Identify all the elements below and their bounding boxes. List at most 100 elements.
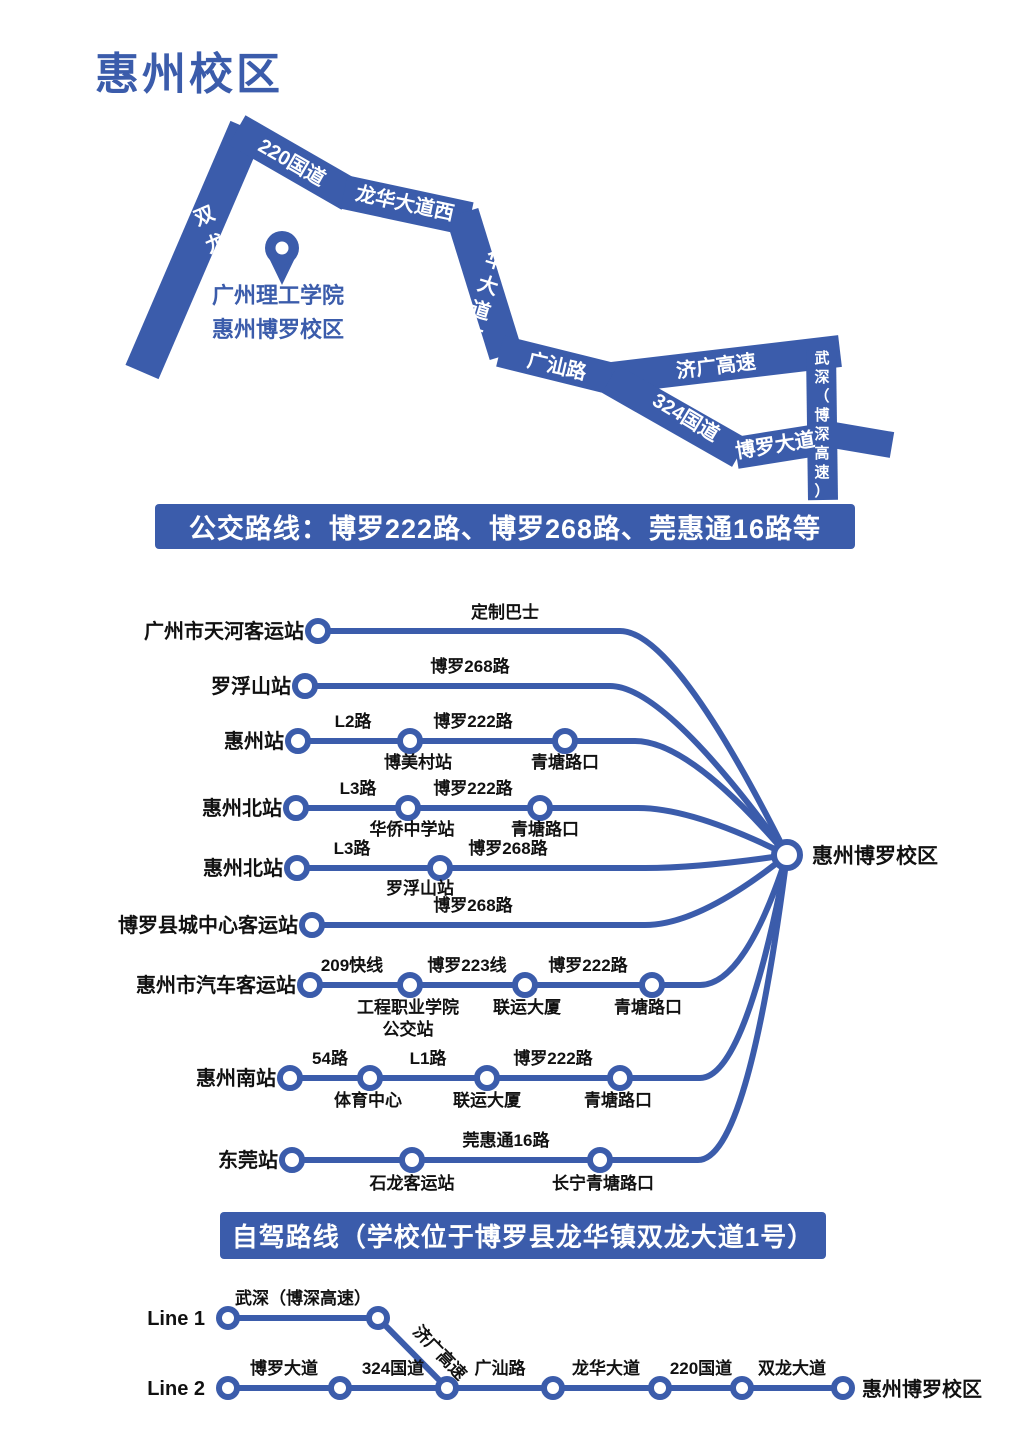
road-longhua-west <box>340 175 474 236</box>
pin-label-line1: 广州理工学院 <box>212 283 344 308</box>
drive-segment-label: 武深（博深高速） <box>235 1288 371 1308</box>
road-jiguang-expwy <box>610 335 842 394</box>
pin-label-line2: 惠州博罗校区 <box>212 317 344 342</box>
location-pin-dot <box>275 241 289 255</box>
drive-node <box>216 1376 240 1400</box>
drive-segment-label: 324国道 <box>362 1358 424 1378</box>
station-label: 罗浮山站 <box>211 674 291 698</box>
drive-line-1-tag: Line 1 <box>147 1308 205 1330</box>
stop-label: 工程职业学院 <box>357 997 459 1017</box>
bus-route-8: 惠州南站 54路 L1路 博罗222路 体育中心 联运大厦 青塘路口 <box>196 1048 652 1110</box>
bus-routes-banner: 公交路线：博罗222路、博罗268路、莞惠通16路等 <box>155 504 855 549</box>
bus-route-line <box>289 852 790 1163</box>
segment-label: 莞惠通16路 <box>463 1130 551 1150</box>
drive-node <box>648 1376 672 1400</box>
segment-label: L2路 <box>335 711 373 731</box>
station-node <box>305 618 331 644</box>
drive-line-2-tag: Line 2 <box>147 1378 205 1400</box>
station-node <box>587 1147 613 1173</box>
stop-label: 青塘路口 <box>614 997 682 1017</box>
station-node <box>607 1065 633 1091</box>
stop-label: 长宁青塘路口 <box>552 1173 654 1193</box>
bus-route-line <box>287 852 790 1081</box>
bus-route-line <box>307 852 790 988</box>
road-g324 <box>602 365 748 467</box>
station-node <box>279 1147 305 1173</box>
station-label: 广州市天河客运站 <box>144 619 304 643</box>
station-node <box>474 1065 500 1091</box>
stop-label: 公交站 <box>383 1019 434 1039</box>
station-node <box>397 972 423 998</box>
station-node <box>527 795 553 821</box>
segment-label: 博罗268路 <box>430 656 510 676</box>
station-label: 惠州市汽车客运站 <box>136 973 296 997</box>
station-node <box>427 855 453 881</box>
bus-route-lines <box>287 628 790 1163</box>
drive-route-diagram: Line 1 武深（博深高速） 济广高速 Line 2 博罗大道 324国道 广… <box>147 1288 982 1401</box>
segment-label: 博罗268路 <box>433 895 513 915</box>
drive-destination-label: 惠州博罗校区 <box>862 1377 982 1401</box>
bus-route-5: 惠州北站 L3路 博罗268路 罗浮山站 <box>203 838 549 898</box>
segment-label: L3路 <box>340 778 378 798</box>
station-node <box>297 972 323 998</box>
station-node <box>284 855 310 881</box>
station-label: 惠州北站 <box>202 796 282 820</box>
drive-lines <box>225 1315 846 1391</box>
drive-segment-label: 广汕路 <box>475 1358 527 1378</box>
drive-segment-label: 220国道 <box>670 1358 732 1378</box>
bus-route-7: 惠州市汽车客运站 209快线 博罗223线 博罗222路 工程职业学院 公交站 … <box>136 955 682 1039</box>
road-map: 双龙大道 220国道 龙华大道西 龙华大道东 广汕路 济广高速 324国道 博罗… <box>125 115 895 501</box>
station-node <box>283 795 309 821</box>
station-node <box>395 795 421 821</box>
drive-routes-banner: 自驾路线（学校位于博罗县龙华镇双龙大道1号） <box>220 1212 826 1259</box>
station-node <box>552 728 578 754</box>
segment-label: 定制巴士 <box>471 602 539 622</box>
segment-label: 博罗222路 <box>433 778 513 798</box>
station-label: 东莞站 <box>218 1148 278 1172</box>
bus-route-line <box>295 738 790 858</box>
segment-label: L1路 <box>410 1048 448 1068</box>
station-node <box>357 1065 383 1091</box>
station-node <box>299 912 325 938</box>
drive-node <box>216 1306 240 1330</box>
bus-route-9: 东莞站 莞惠通16路 石龙客运站 长宁青塘路口 <box>218 1130 654 1193</box>
bus-route-line <box>315 628 790 858</box>
road-stub <box>807 418 895 458</box>
road-g220 <box>228 115 359 210</box>
drive-line-2: Line 2 博罗大道 324国道 广汕路 龙华大道 220国道 双龙大道 惠州… <box>147 1358 982 1401</box>
stop-label: 联运大厦 <box>493 997 562 1017</box>
station-node <box>292 673 318 699</box>
bus-route-3: 惠州站 L2路 博罗222路 博美村站 青塘路口 <box>224 711 599 772</box>
station-label: 博罗县城中心客运站 <box>118 913 298 937</box>
station-label: 惠州北站 <box>203 856 283 880</box>
stop-label: 青塘路口 <box>531 752 599 772</box>
segment-label: 博罗222路 <box>548 955 628 975</box>
stop-label: 博美村站 <box>384 752 452 772</box>
station-node <box>285 728 311 754</box>
bus-route-line <box>309 852 790 928</box>
bus-route-6: 博罗县城中心客运站 博罗268路 <box>118 895 514 938</box>
segment-label: 209快线 <box>321 955 383 975</box>
bus-route-4: 惠州北站 L3路 博罗222路 华侨中学站 青塘路口 <box>202 778 579 839</box>
road-label-wushen: 武深（博深高速） <box>814 349 829 500</box>
stop-label: 青塘路口 <box>584 1090 652 1110</box>
station-node <box>512 972 538 998</box>
campus-hub: 惠州博罗校区 <box>771 839 938 871</box>
bus-route-line <box>293 805 790 858</box>
bus-route-2: 罗浮山站 博罗268路 <box>211 656 511 699</box>
drive-segment-label: 龙华大道 <box>571 1358 640 1378</box>
segment-label: 博罗222路 <box>433 711 513 731</box>
bus-route-line <box>294 852 790 871</box>
drive-node <box>328 1376 352 1400</box>
campus-pin: 广州理工学院 惠州博罗校区 <box>212 231 344 342</box>
bus-route-diagram: 广州市天河客运站 定制巴士 罗浮山站 博罗268路 惠州站 L2路 博罗222路… <box>118 602 938 1193</box>
bus-route-line <box>302 683 790 858</box>
stop-label: 华侨中学站 <box>370 819 455 839</box>
stop-label: 青塘路口 <box>511 819 579 839</box>
segment-label: 博罗223线 <box>427 955 506 975</box>
station-node <box>639 972 665 998</box>
campus-hub-node <box>771 839 803 871</box>
drive-node <box>435 1376 459 1400</box>
drive-node <box>541 1376 565 1400</box>
